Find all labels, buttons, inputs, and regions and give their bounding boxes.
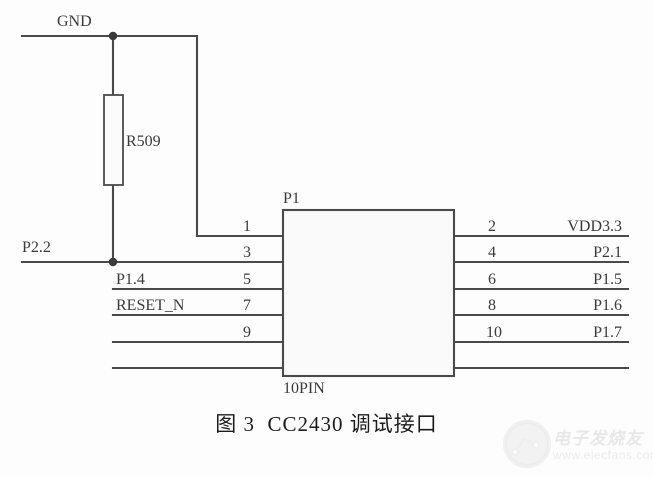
net-label-pin6-p15: P1.5: [593, 271, 622, 288]
junction-dots-group: [108, 31, 118, 267]
net-label-pin5-p14: P1.4: [116, 271, 145, 288]
component-label-p1: P1: [283, 190, 300, 207]
junction-dot-gnd: [108, 31, 118, 41]
pin-number-7: 7: [243, 297, 251, 314]
pin-number-8: 8: [488, 297, 496, 314]
pin-number-5: 5: [243, 271, 251, 288]
net-label-pin4-p21: P2.1: [593, 244, 622, 261]
net-label-pin10-p17: P1.7: [593, 324, 622, 341]
pin-number-9: 9: [243, 324, 251, 341]
component-label-r509: R509: [126, 133, 161, 150]
connector-footprint-label: 10PIN: [283, 380, 325, 397]
connector-p1-body: [281, 208, 456, 378]
pin-number-10: 10: [486, 324, 502, 341]
net-label-pin7-reset-n: RESET_N: [116, 297, 185, 314]
pin-number-3: 3: [243, 244, 251, 261]
pin-number-4: 4: [488, 244, 496, 261]
figure-caption: 图 3 CC2430 调试接口: [215, 412, 438, 436]
resistor-r509-body: [103, 94, 124, 186]
wires-group: [20, 34, 630, 370]
pin-number-6: 6: [488, 271, 496, 288]
net-label-gnd: GND: [57, 13, 92, 30]
net-label-p22: P2.2: [22, 239, 51, 256]
pin-number-2: 2: [488, 218, 496, 235]
pin-number-1: 1: [243, 218, 251, 235]
net-label-pin2-vdd33: VDD3.3: [567, 218, 622, 235]
net-label-pin8-p16: P1.6: [593, 297, 622, 314]
junction-dot-p22: [108, 257, 118, 267]
